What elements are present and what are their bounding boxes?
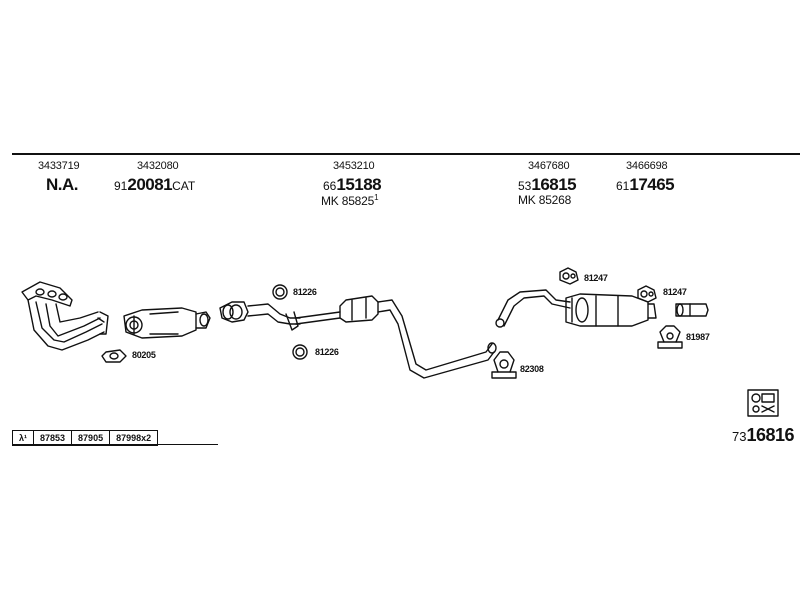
hanger-icon [559, 267, 579, 285]
mounting-codes-row: λ¹ 87853 87905 87998x2 [12, 430, 159, 446]
label-ring-bottom: 81226 [315, 347, 339, 357]
code-cell: 87853 [34, 431, 73, 445]
rear-silencer-icon [495, 289, 657, 328]
code-cell: 87998x2 [116, 433, 152, 443]
middle-silencer-icon [295, 295, 497, 379]
part-number-col2: 3432080 [137, 160, 179, 172]
tailpipe-icon [675, 303, 709, 317]
code-col5: 6117465 [616, 175, 675, 195]
code-col1: N.A. [46, 175, 79, 194]
code-col5-main: 17465 [629, 175, 675, 194]
code-col4: 5316815 [518, 175, 577, 195]
mk-col3: MK 858251 [321, 193, 379, 208]
code-col2-prefix: 91 [114, 179, 128, 193]
label-clamp-82308: 82308 [520, 364, 544, 374]
code-cell: 87905 [72, 431, 111, 445]
top-divider [12, 153, 800, 155]
kit-total-prefix: 73 [732, 429, 747, 444]
clamp-icon [657, 325, 683, 349]
label-ring-top: 81226 [293, 287, 317, 297]
front-pipe-icon [219, 301, 301, 331]
code-col5-prefix: 61 [616, 179, 630, 193]
code-col3-main: 15188 [336, 175, 382, 194]
code-col4-main: 16815 [531, 175, 577, 194]
part-number-col4: 3467680 [528, 160, 570, 172]
code-col4-prefix: 53 [518, 179, 532, 193]
mk-col3-sup: 1 [374, 193, 379, 202]
label-hanger-left: 81247 [584, 273, 608, 283]
catalytic-converter-icon [123, 307, 211, 339]
kit-total-code: 7316816 [732, 425, 795, 446]
code-col2-main: 20081 [127, 175, 173, 194]
ring-icon [272, 284, 288, 300]
code-col2-suffix: CAT [172, 179, 196, 193]
code-col3: 6615188 [323, 175, 382, 195]
clamp-icon [491, 351, 517, 379]
kit-total-main: 16816 [746, 425, 795, 445]
mk-col4: MK 85268 [518, 193, 572, 207]
hanger-icon [637, 285, 657, 303]
ring-icon [292, 344, 308, 360]
part-number-col1: 3433719 [38, 160, 80, 172]
bottom-divider [12, 444, 218, 445]
lambda-cell: λ¹ [13, 431, 35, 445]
label-clamp-81987: 81987 [686, 332, 710, 342]
part-number-col3: 3453210 [333, 160, 375, 172]
mounting-kit-icon [747, 389, 779, 417]
part-number-col5: 3466698 [626, 160, 668, 172]
label-gasket-80205: 80205 [132, 350, 156, 360]
label-hanger-right: 81247 [663, 287, 687, 297]
mk-col3-text: MK 85825 [321, 194, 375, 208]
code-col2: 9120081CAT [114, 175, 195, 195]
code-col3-prefix: 66 [323, 179, 337, 193]
exhaust-manifold-icon [21, 281, 109, 351]
gasket-icon [101, 349, 127, 363]
